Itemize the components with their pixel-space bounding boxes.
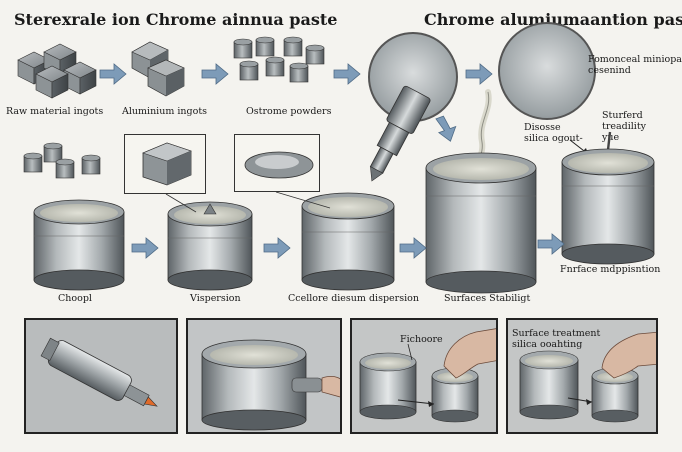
label-silica: Disosse silica ogout- <box>524 122 583 144</box>
arrow-right-icon <box>99 63 127 85</box>
pouring-nozzle-illustration <box>361 85 431 203</box>
arrow-right-icon <box>333 63 361 85</box>
label-choopl: Choopl <box>58 293 92 304</box>
label-dispersion: Ccellore diesum dispersion <box>288 293 419 304</box>
container-choopl <box>33 199 125 291</box>
panel-jar <box>186 318 342 434</box>
label-bubble-right: Fomonceal miniopa cesenind <box>588 54 682 76</box>
label-ostrome-powders: Ostrome powders <box>246 106 332 117</box>
inset-block <box>124 134 206 194</box>
aluminium-ingots-illustration <box>131 41 185 97</box>
container-final <box>561 148 655 265</box>
panel-nozzle <box>24 318 178 434</box>
label-vispersion: Vispersion <box>190 293 241 304</box>
inset-puddle <box>234 134 320 192</box>
powder-cylinders-illustration <box>233 36 325 83</box>
container-stability <box>425 152 537 294</box>
arrow-right-icon <box>465 63 493 85</box>
panel-surface-treatment: Surface treatment silica ooahting <box>506 318 658 434</box>
label-surface-treatment: Surface treatment silica ooahting <box>512 328 601 350</box>
magnified-paste-bubble <box>498 22 596 120</box>
arrow-down-icon <box>435 115 457 142</box>
container-vispersion <box>167 201 253 291</box>
magnified-melt-bubble <box>368 32 458 122</box>
label-fichoore: Fichoore <box>400 334 443 345</box>
raw-ingots-illustration <box>17 43 97 99</box>
label-raw-material: Raw material ingots <box>6 106 104 117</box>
panel-fichoore: Fichoore <box>350 318 498 434</box>
title-left: Sterexrale ion Chrome ainnua paste <box>14 10 338 29</box>
container-dispersion <box>301 192 395 291</box>
label-stability: Surfaces Stabiligt <box>444 293 531 304</box>
label-aluminium-ingots: Aluminium ingots <box>122 106 208 117</box>
title-right: Chrome alumiumaantion paste <box>424 10 682 29</box>
arrow-right-icon <box>201 63 229 85</box>
label-final: Fnrface mdppisntion <box>560 264 661 275</box>
